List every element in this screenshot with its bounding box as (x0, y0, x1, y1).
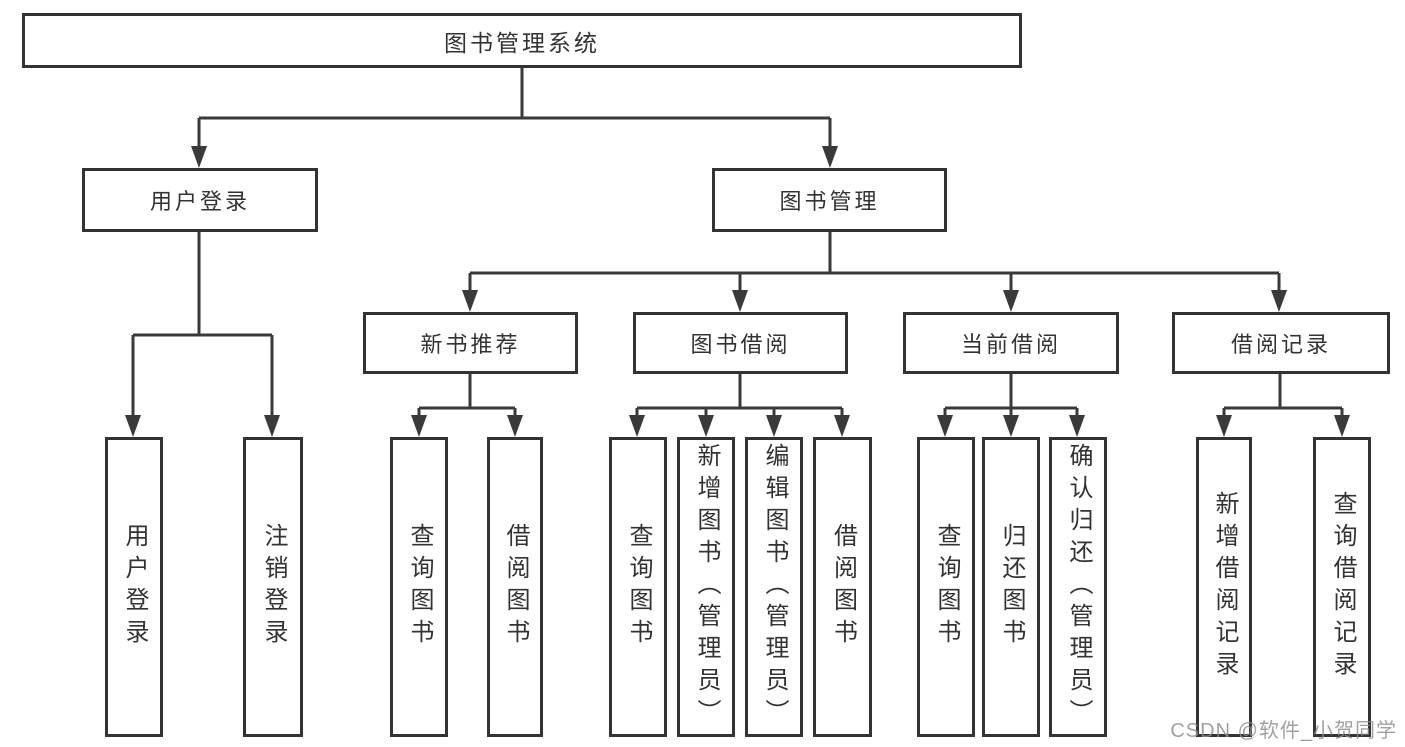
node-borrow-records: 借阅记录 (1172, 312, 1390, 374)
node-label: 当前借阅 (960, 332, 1061, 357)
arrow-down-icon (937, 415, 953, 437)
arrow-down-icon (1003, 415, 1019, 437)
node-label: 查询图书 (625, 523, 652, 651)
leaf-query-books: 查询图书 (917, 437, 975, 737)
node-label: 查询图书 (406, 523, 433, 651)
node-book-management: 图书管理 (712, 168, 947, 232)
arrow-down-icon (698, 415, 714, 437)
arrow-down-icon (822, 146, 838, 168)
leaf-borrow-books: 借阅图书 (487, 437, 543, 737)
node-label: 图书借阅 (690, 332, 791, 357)
arrow-down-icon (462, 290, 478, 312)
csdn-watermark: CSDN @软件_小贺同学 (1170, 720, 1397, 742)
arrow-down-icon (1216, 415, 1232, 437)
arrow-down-icon (766, 415, 782, 437)
leaf-confirm-return-admin: 确认归还（管理员） (1049, 437, 1107, 737)
node-current-borrow: 当前借阅 (903, 312, 1119, 374)
node-label: 查询图书 (933, 523, 960, 651)
tree-edges (131, 68, 1344, 419)
arrow-down-icon (629, 415, 645, 437)
node-label: 编辑图书（管理员） (761, 443, 788, 731)
arrow-down-icon (1003, 290, 1019, 312)
arrow-down-icon (507, 415, 523, 437)
leaf-return-books: 归还图书 (982, 437, 1040, 737)
node-label: 图书管理 (779, 189, 880, 214)
leaf-borrow-books: 借阅图书 (813, 437, 872, 737)
arrow-down-icon (411, 415, 427, 437)
node-label: 查询借阅记录 (1329, 491, 1356, 683)
leaf-query-borrow-record: 查询借阅记录 (1313, 437, 1371, 737)
leaf-edit-book-admin: 编辑图书（管理员） (745, 437, 803, 737)
node-label: 图书管理系统 (444, 29, 600, 56)
arrow-down-icons (125, 146, 1350, 437)
node-label: 借阅图书 (502, 523, 529, 651)
node-root-system: 图书管理系统 (22, 13, 1022, 68)
arrow-down-icon (1271, 290, 1287, 312)
arrow-down-icon (1069, 415, 1085, 437)
leaf-user-login: 用户登录 (105, 437, 163, 737)
node-user-login: 用户登录 (82, 168, 318, 232)
node-book-borrow: 图书借阅 (633, 312, 848, 374)
node-label: 归还图书 (998, 523, 1025, 651)
node-label: 借阅记录 (1230, 332, 1331, 357)
leaf-query-books: 查询图书 (390, 437, 448, 737)
node-label: 借阅图书 (829, 523, 857, 651)
node-label: 新增借阅记录 (1211, 491, 1238, 683)
arrow-down-icon (191, 146, 207, 168)
node-label: 新书推荐 (420, 332, 521, 357)
node-label: 用户登录 (121, 523, 148, 651)
leaf-add-borrow-record: 新增借阅记录 (1196, 437, 1252, 737)
node-new-book-recommend: 新书推荐 (363, 312, 578, 374)
leaf-logout-login: 注销登录 (243, 437, 303, 737)
arrow-down-icon (125, 415, 141, 437)
node-label: 新增图书（管理员） (693, 443, 720, 731)
node-label: 注销登录 (260, 523, 287, 651)
arrow-down-icon (732, 290, 748, 312)
arrow-down-icon (1334, 415, 1350, 437)
node-label: 用户登录 (149, 189, 250, 214)
arrow-down-icon (834, 415, 850, 437)
arrow-down-icon (264, 415, 280, 437)
node-label: 确认归还（管理员） (1065, 443, 1092, 731)
leaf-add-book-admin: 新增图书（管理员） (677, 437, 735, 737)
leaf-query-books: 查询图书 (609, 437, 667, 737)
